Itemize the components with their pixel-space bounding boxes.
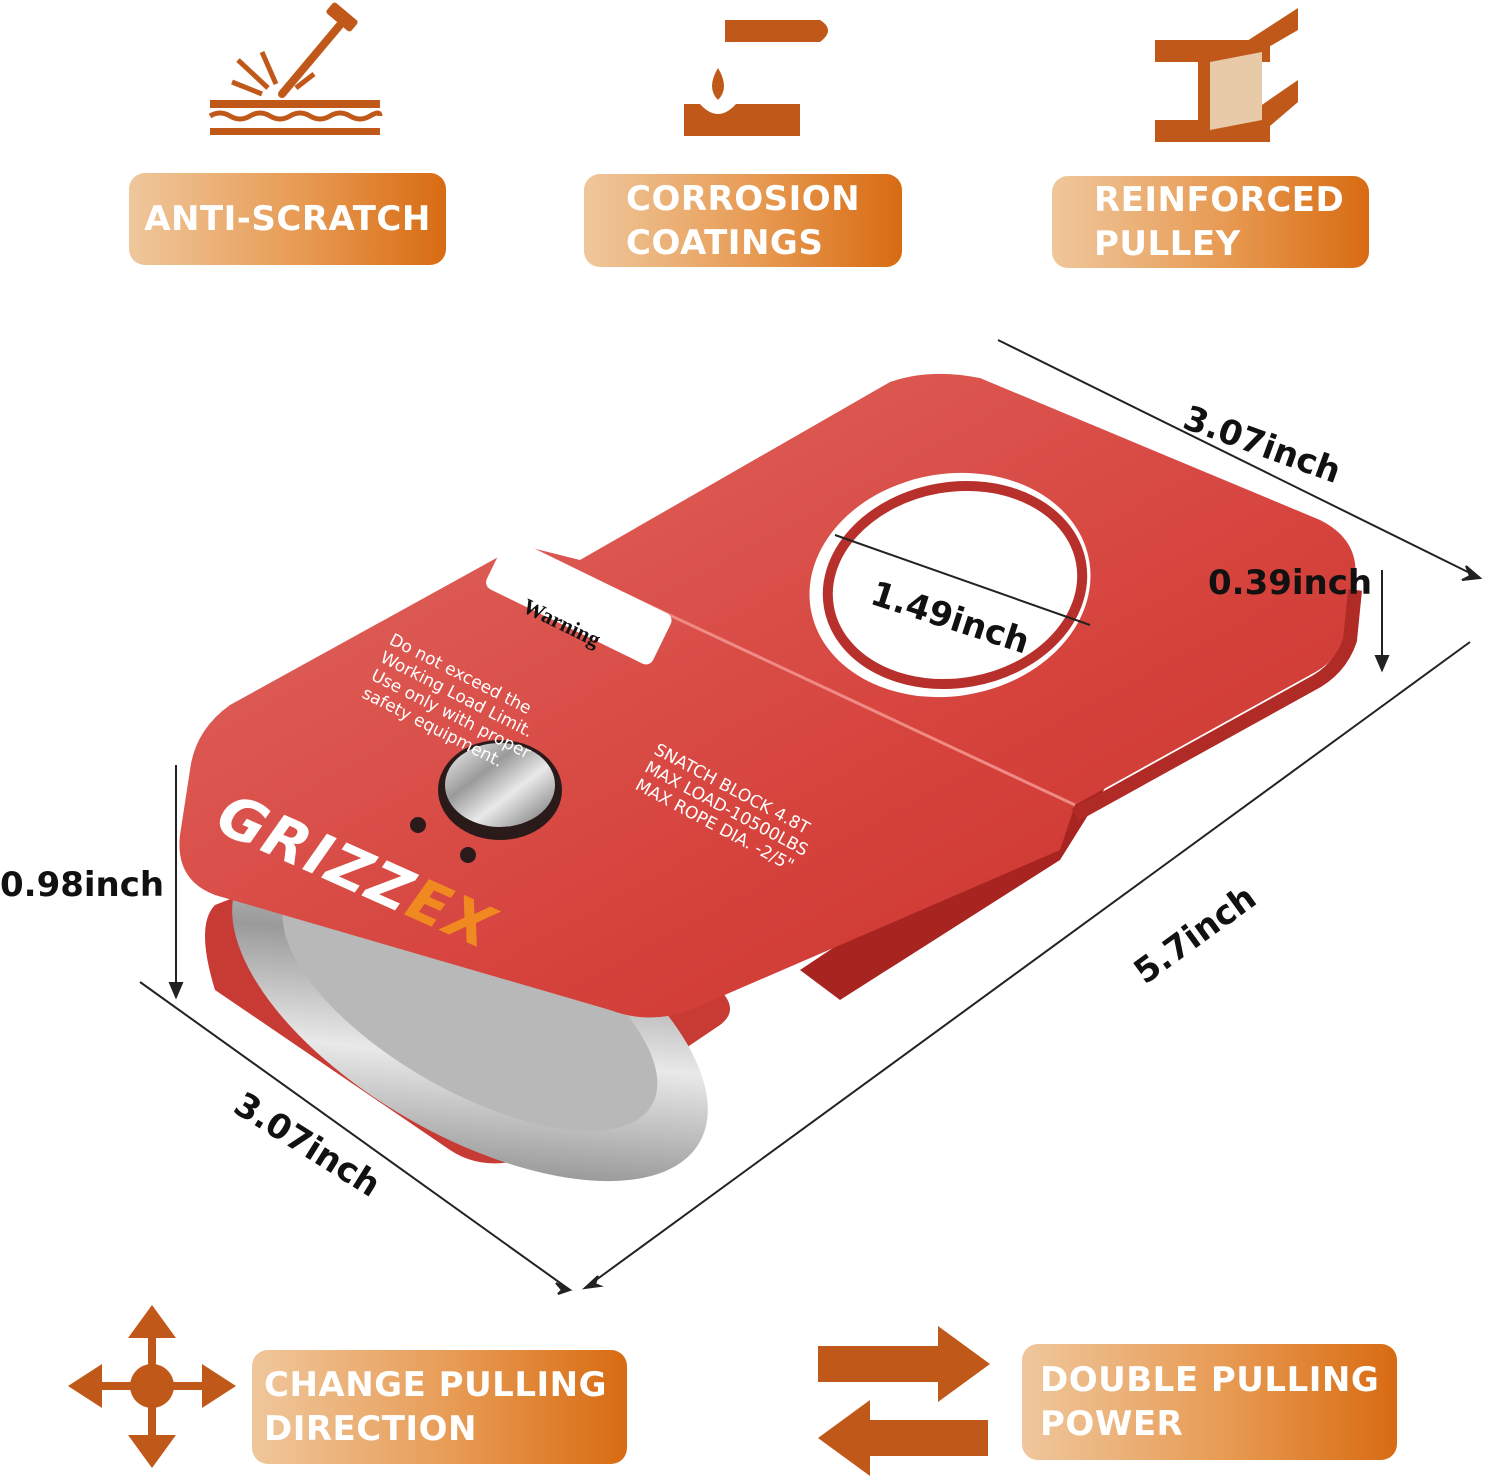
reinforced-badge: REINFORCED PULLEY [1052,176,1369,268]
dim-height: 0.98inch [0,865,165,905]
corrosion-badge: CORROSION COATINGS [584,174,902,267]
double-power-label: DOUBLE PULLING POWER [1040,1360,1380,1444]
warning-sticker [486,538,672,665]
dim-plate-thickness: 0.39inch [1208,563,1373,603]
corrosion-label: CORROSION COATINGS [626,178,861,263]
change-direction-badge: CHANGE PULLING DIRECTION [252,1350,627,1464]
anti-scratch-label: ANTI-SCRATCH [144,199,431,239]
anti-scratch-badge: ANTI-SCRATCH [129,173,446,265]
change-direction-label: CHANGE PULLING DIRECTION [264,1365,608,1449]
double-power-badge: DOUBLE PULLING POWER [1022,1344,1397,1460]
reinforced-label: REINFORCED PULLEY [1094,180,1345,264]
